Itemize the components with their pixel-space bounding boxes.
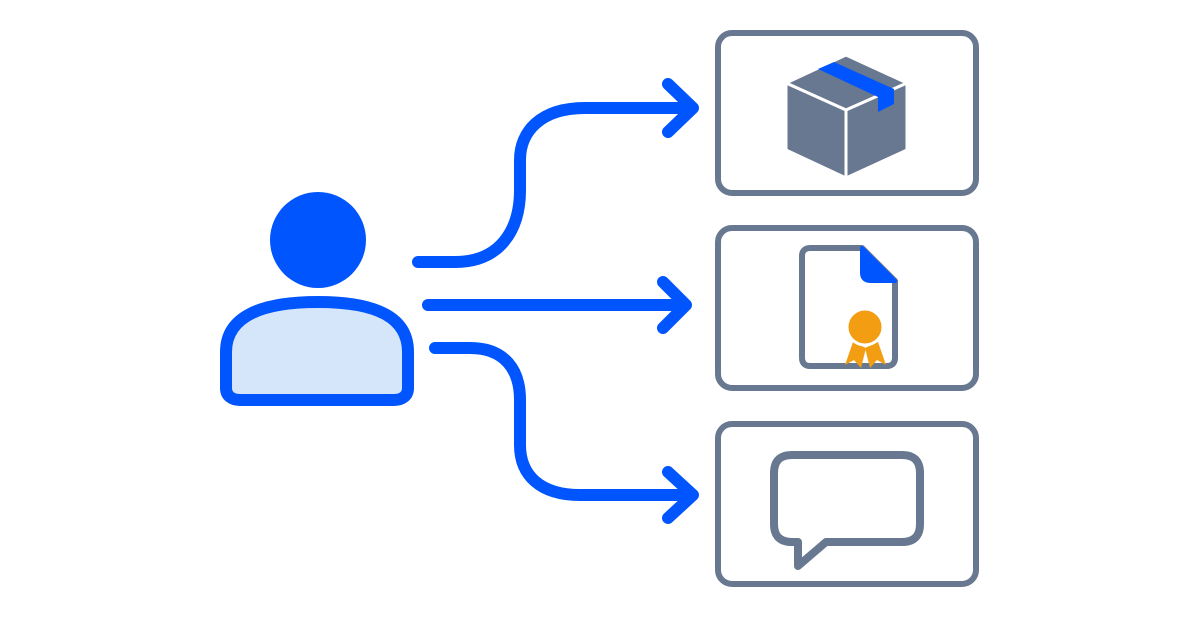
chat-card	[715, 421, 979, 587]
user-icon	[220, 192, 414, 406]
arrow-to-box	[412, 102, 696, 268]
document-fold	[860, 246, 897, 283]
box-tape	[818, 62, 894, 112]
certificate-document-icon	[799, 245, 898, 369]
award-ribbon-icon	[845, 307, 886, 368]
document-card	[715, 225, 979, 391]
arrow-head-chat	[662, 466, 699, 524]
arrow-head-document	[657, 276, 692, 334]
arrow-head-box	[662, 78, 699, 138]
package-box-icon	[784, 53, 909, 180]
speech-bubble-icon	[770, 451, 924, 570]
box-card	[715, 30, 979, 196]
user-body	[220, 296, 414, 406]
arrow-to-chat	[429, 342, 696, 501]
user-head	[270, 192, 366, 288]
flow-arrows	[412, 78, 699, 524]
